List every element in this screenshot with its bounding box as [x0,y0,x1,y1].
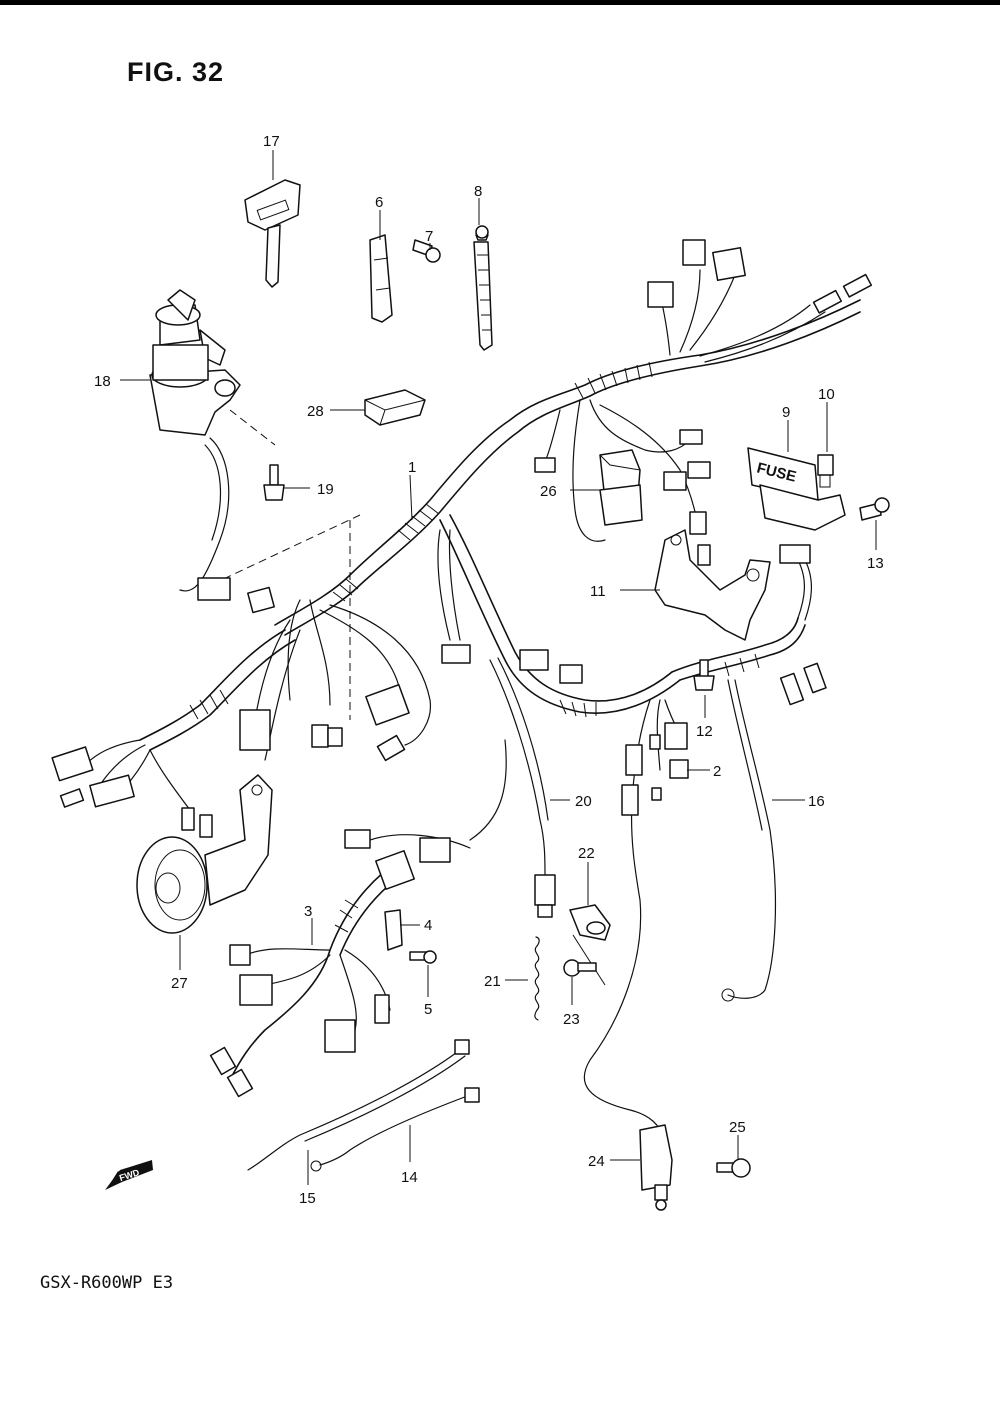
cable-tie-8 [473,225,493,351]
callout-24: 24 [588,1153,605,1170]
callout-7: 7 [425,228,433,245]
sensor-24 [639,1124,673,1211]
callout-2: 2 [713,763,721,780]
harness-clamp-6 [369,234,393,323]
mounting-dash-3 [229,409,276,446]
callout-25: 25 [729,1119,746,1136]
forward-arrow-icon: FWD [105,1160,153,1190]
harness-14-15 [247,1039,480,1172]
callout-14: 14 [401,1169,418,1186]
callout-16: 16 [808,793,825,810]
top-border [0,0,1000,5]
cushion-pad-28 [364,389,426,426]
main-wiring-harness [139,269,861,761]
left-connectors [51,739,213,838]
fuse-box-9: FUSE [747,447,846,531]
callout-27: 27 [171,975,188,992]
callout-11: 11 [590,583,606,600]
relay-26 [599,449,643,526]
ignition-key [244,179,301,288]
callout-28: 28 [307,403,324,420]
model-code: GSX-R600WP E3 [40,1273,174,1293]
callout-18: 18 [94,373,111,390]
callout-labels: 1 2 3 4 5 6 7 8 9 10 11 12 13 14 15 16 1… [94,133,884,1207]
clip-22 [569,904,611,986]
ignition-switch [149,289,241,601]
callout-1: 1 [408,459,416,476]
horn-27 [136,774,273,934]
screw-13 [859,497,890,521]
upper-right-connectors [534,239,873,535]
spring-21 [534,936,540,1021]
callout-17: 17 [263,133,280,150]
right-connectors [583,662,827,1141]
bolt-19 [263,464,285,501]
screw-7 [412,239,441,263]
callout-26: 26 [540,483,557,500]
callout-15: 15 [299,1190,316,1207]
callout-10: 10 [818,386,835,403]
leader-lines [120,150,877,1185]
screw-23 [563,959,597,977]
callout-13: 13 [867,555,884,572]
callout-22: 22 [578,845,595,862]
callout-23: 23 [563,1011,580,1028]
callout-3: 3 [304,903,312,920]
callout-5: 5 [424,1001,432,1018]
bolt-25 [716,1158,751,1178]
bolt-12 [693,659,715,691]
brake-switch-20 [489,657,556,918]
callout-12: 12 [696,723,713,740]
callout-9: 9 [782,404,790,421]
callout-21: 21 [484,973,501,990]
fuse-10 [817,454,834,488]
callout-4: 4 [424,917,432,934]
callout-19: 19 [317,481,334,498]
figure-title: FIG. 32 [127,57,225,87]
callout-8: 8 [474,183,482,200]
callout-6: 6 [375,194,383,211]
callout-20: 20 [575,793,592,810]
bracket-11 [654,529,811,641]
sub-harness-3 [209,739,507,1098]
center-left-connectors [239,586,583,762]
